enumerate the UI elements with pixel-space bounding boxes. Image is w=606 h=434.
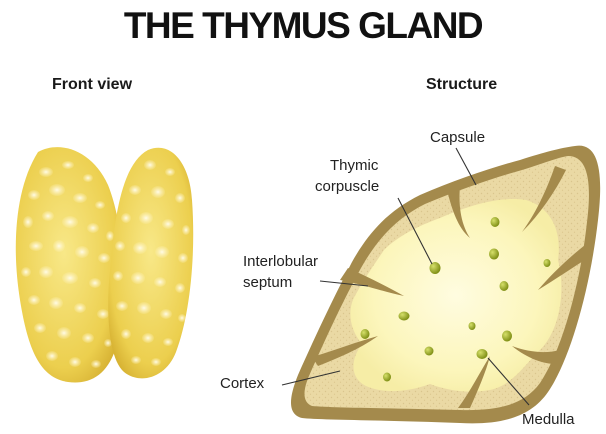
thymic-corpuscle: [489, 249, 499, 260]
thymic-corpuscle: [361, 329, 370, 339]
capsule-label: Capsule: [430, 129, 485, 146]
left-lobe: [16, 147, 123, 382]
cortex-label: Cortex: [220, 375, 265, 392]
thymic-corpuscle: [500, 281, 509, 291]
thymic-corpuscle: [502, 331, 512, 342]
thymic-corpuscle-label-line2: corpuscle: [315, 178, 379, 195]
thymic-corpuscle: [491, 217, 500, 227]
medulla-label: Medulla: [522, 411, 575, 428]
thymic-corpuscle: [477, 349, 488, 359]
thymic-corpuscle: [399, 312, 410, 321]
right-lobe: [108, 148, 193, 379]
thymic-corpuscle: [544, 259, 551, 267]
thymic-corpuscle-label-line1: Thymic: [330, 157, 379, 174]
thymic-corpuscle: [430, 262, 441, 274]
thymic-corpuscle: [469, 322, 476, 330]
interlobular-septum-label-line1: Interlobular: [243, 253, 318, 270]
thymic-corpuscle: [425, 347, 434, 356]
interlobular-septum-label-line2: septum: [243, 274, 292, 291]
thymus-front-view: [16, 147, 193, 382]
thymic-corpuscle: [383, 373, 391, 382]
